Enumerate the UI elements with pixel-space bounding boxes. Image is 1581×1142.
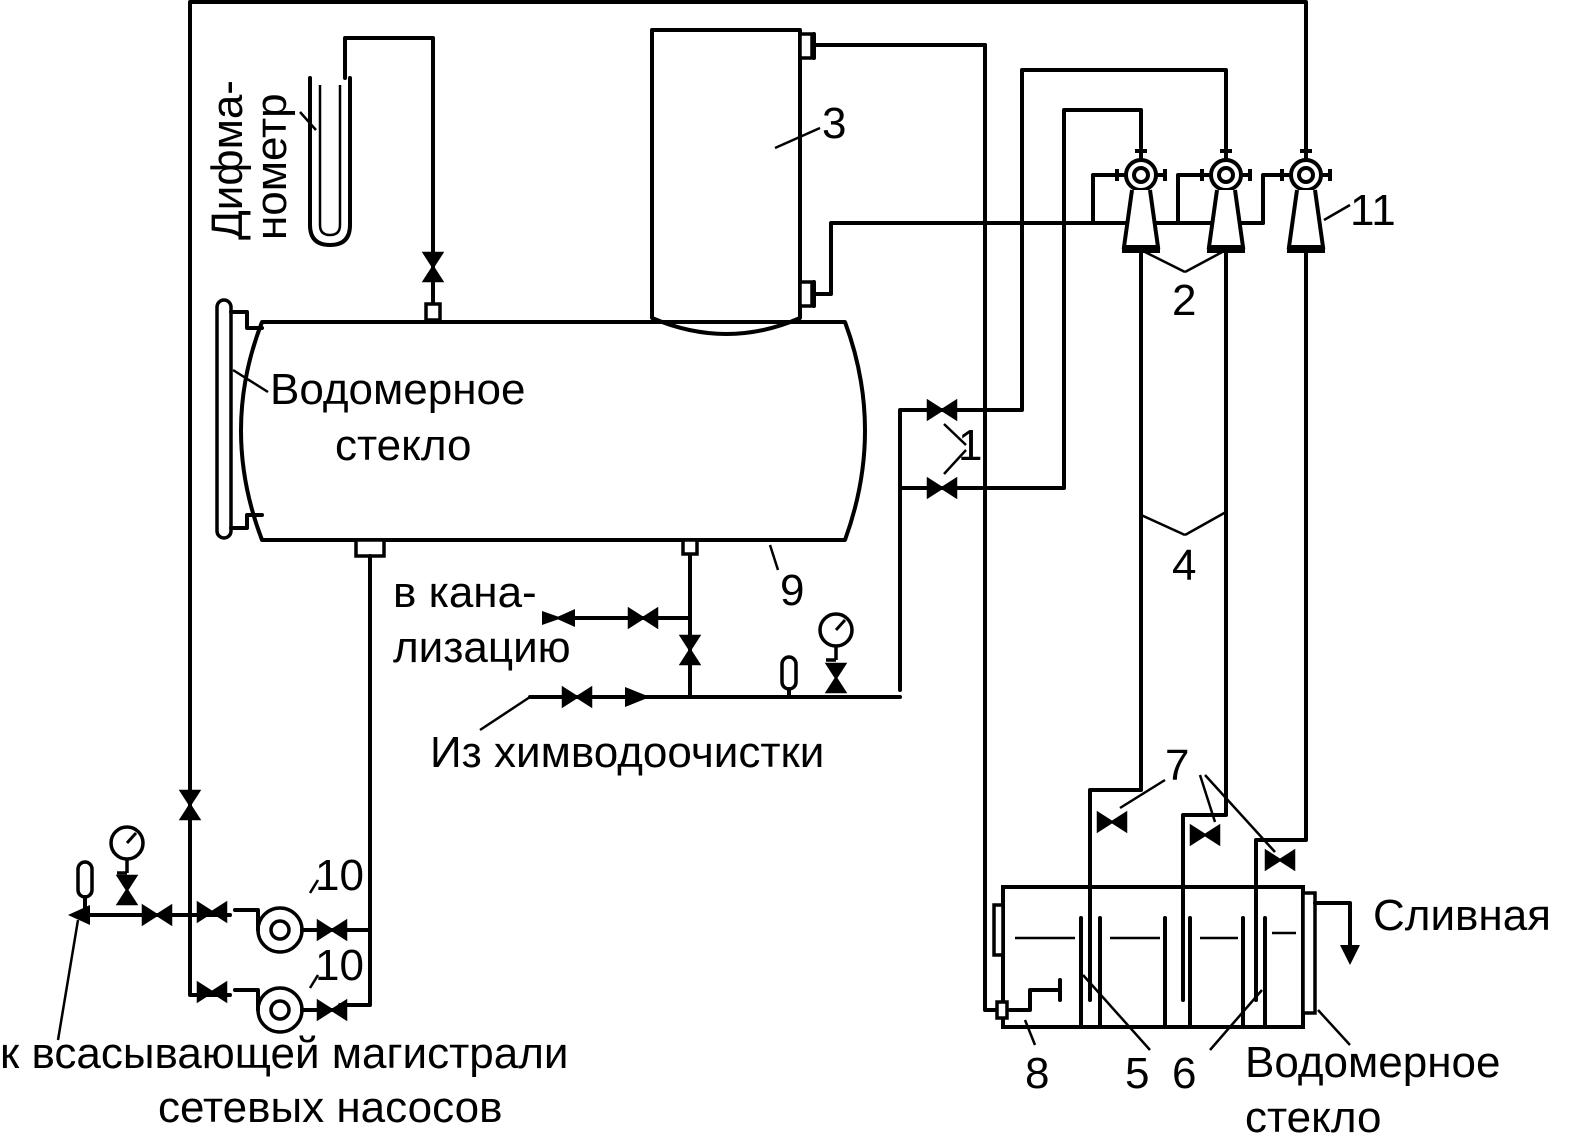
tank-bottom-piping: [338, 538, 780, 1007]
valves-1: [898, 68, 1228, 692]
drain-gauge-glass-label-line1: Водомерное: [1245, 1038, 1500, 1087]
ejectors: [1091, 149, 1351, 274]
drain-label: Сливная: [1373, 891, 1551, 940]
label-4: 4: [1172, 541, 1196, 590]
to-sewer-label-line2: лизацию: [393, 623, 571, 672]
deaeration-column: [650, 28, 1265, 336]
label-5: 5: [1125, 1049, 1149, 1098]
label-6: 6: [1172, 1049, 1196, 1098]
difmanometer-label: Дифма- нометр: [203, 80, 296, 240]
difmanometer-label-line2: нометр: [247, 93, 296, 240]
difmanometer-label-line1: Дифма-: [203, 80, 252, 240]
label-10-lower: 10: [315, 941, 364, 990]
drain-gauge-glass-label-line2: стекло: [1245, 1093, 1382, 1142]
to-sewer-label-line1: в кана-: [393, 568, 537, 617]
label-9: 9: [780, 566, 804, 615]
pumps: [56, 789, 372, 1041]
label-2: 2: [1172, 276, 1196, 325]
tank-gauge-glass-label-line2: стекло: [335, 421, 472, 470]
tank-gauge-glass: [215, 298, 269, 540]
label-7: 7: [1165, 741, 1189, 790]
makeup-water-line: [479, 612, 902, 732]
deaerator-tank: [239, 320, 867, 542]
drain-tank: [992, 883, 1360, 1051]
label-3: 3: [822, 99, 846, 148]
label-11: 11: [1350, 186, 1396, 235]
difmanometer: [299, 36, 444, 322]
label-1: 1: [958, 421, 982, 470]
to-suction-label-line1: к всасывающей магистрали: [0, 1029, 568, 1078]
pipes-4: [1088, 249, 1308, 887]
label-10-upper: 10: [315, 851, 364, 900]
tank-gauge-glass-label-line1: Водомерное: [270, 365, 525, 414]
label-8: 8: [1025, 1049, 1049, 1098]
to-suction-label-line2: сетевых насосов: [158, 1083, 502, 1132]
from-water-treatment-label: Из химводоочистки: [430, 728, 824, 777]
